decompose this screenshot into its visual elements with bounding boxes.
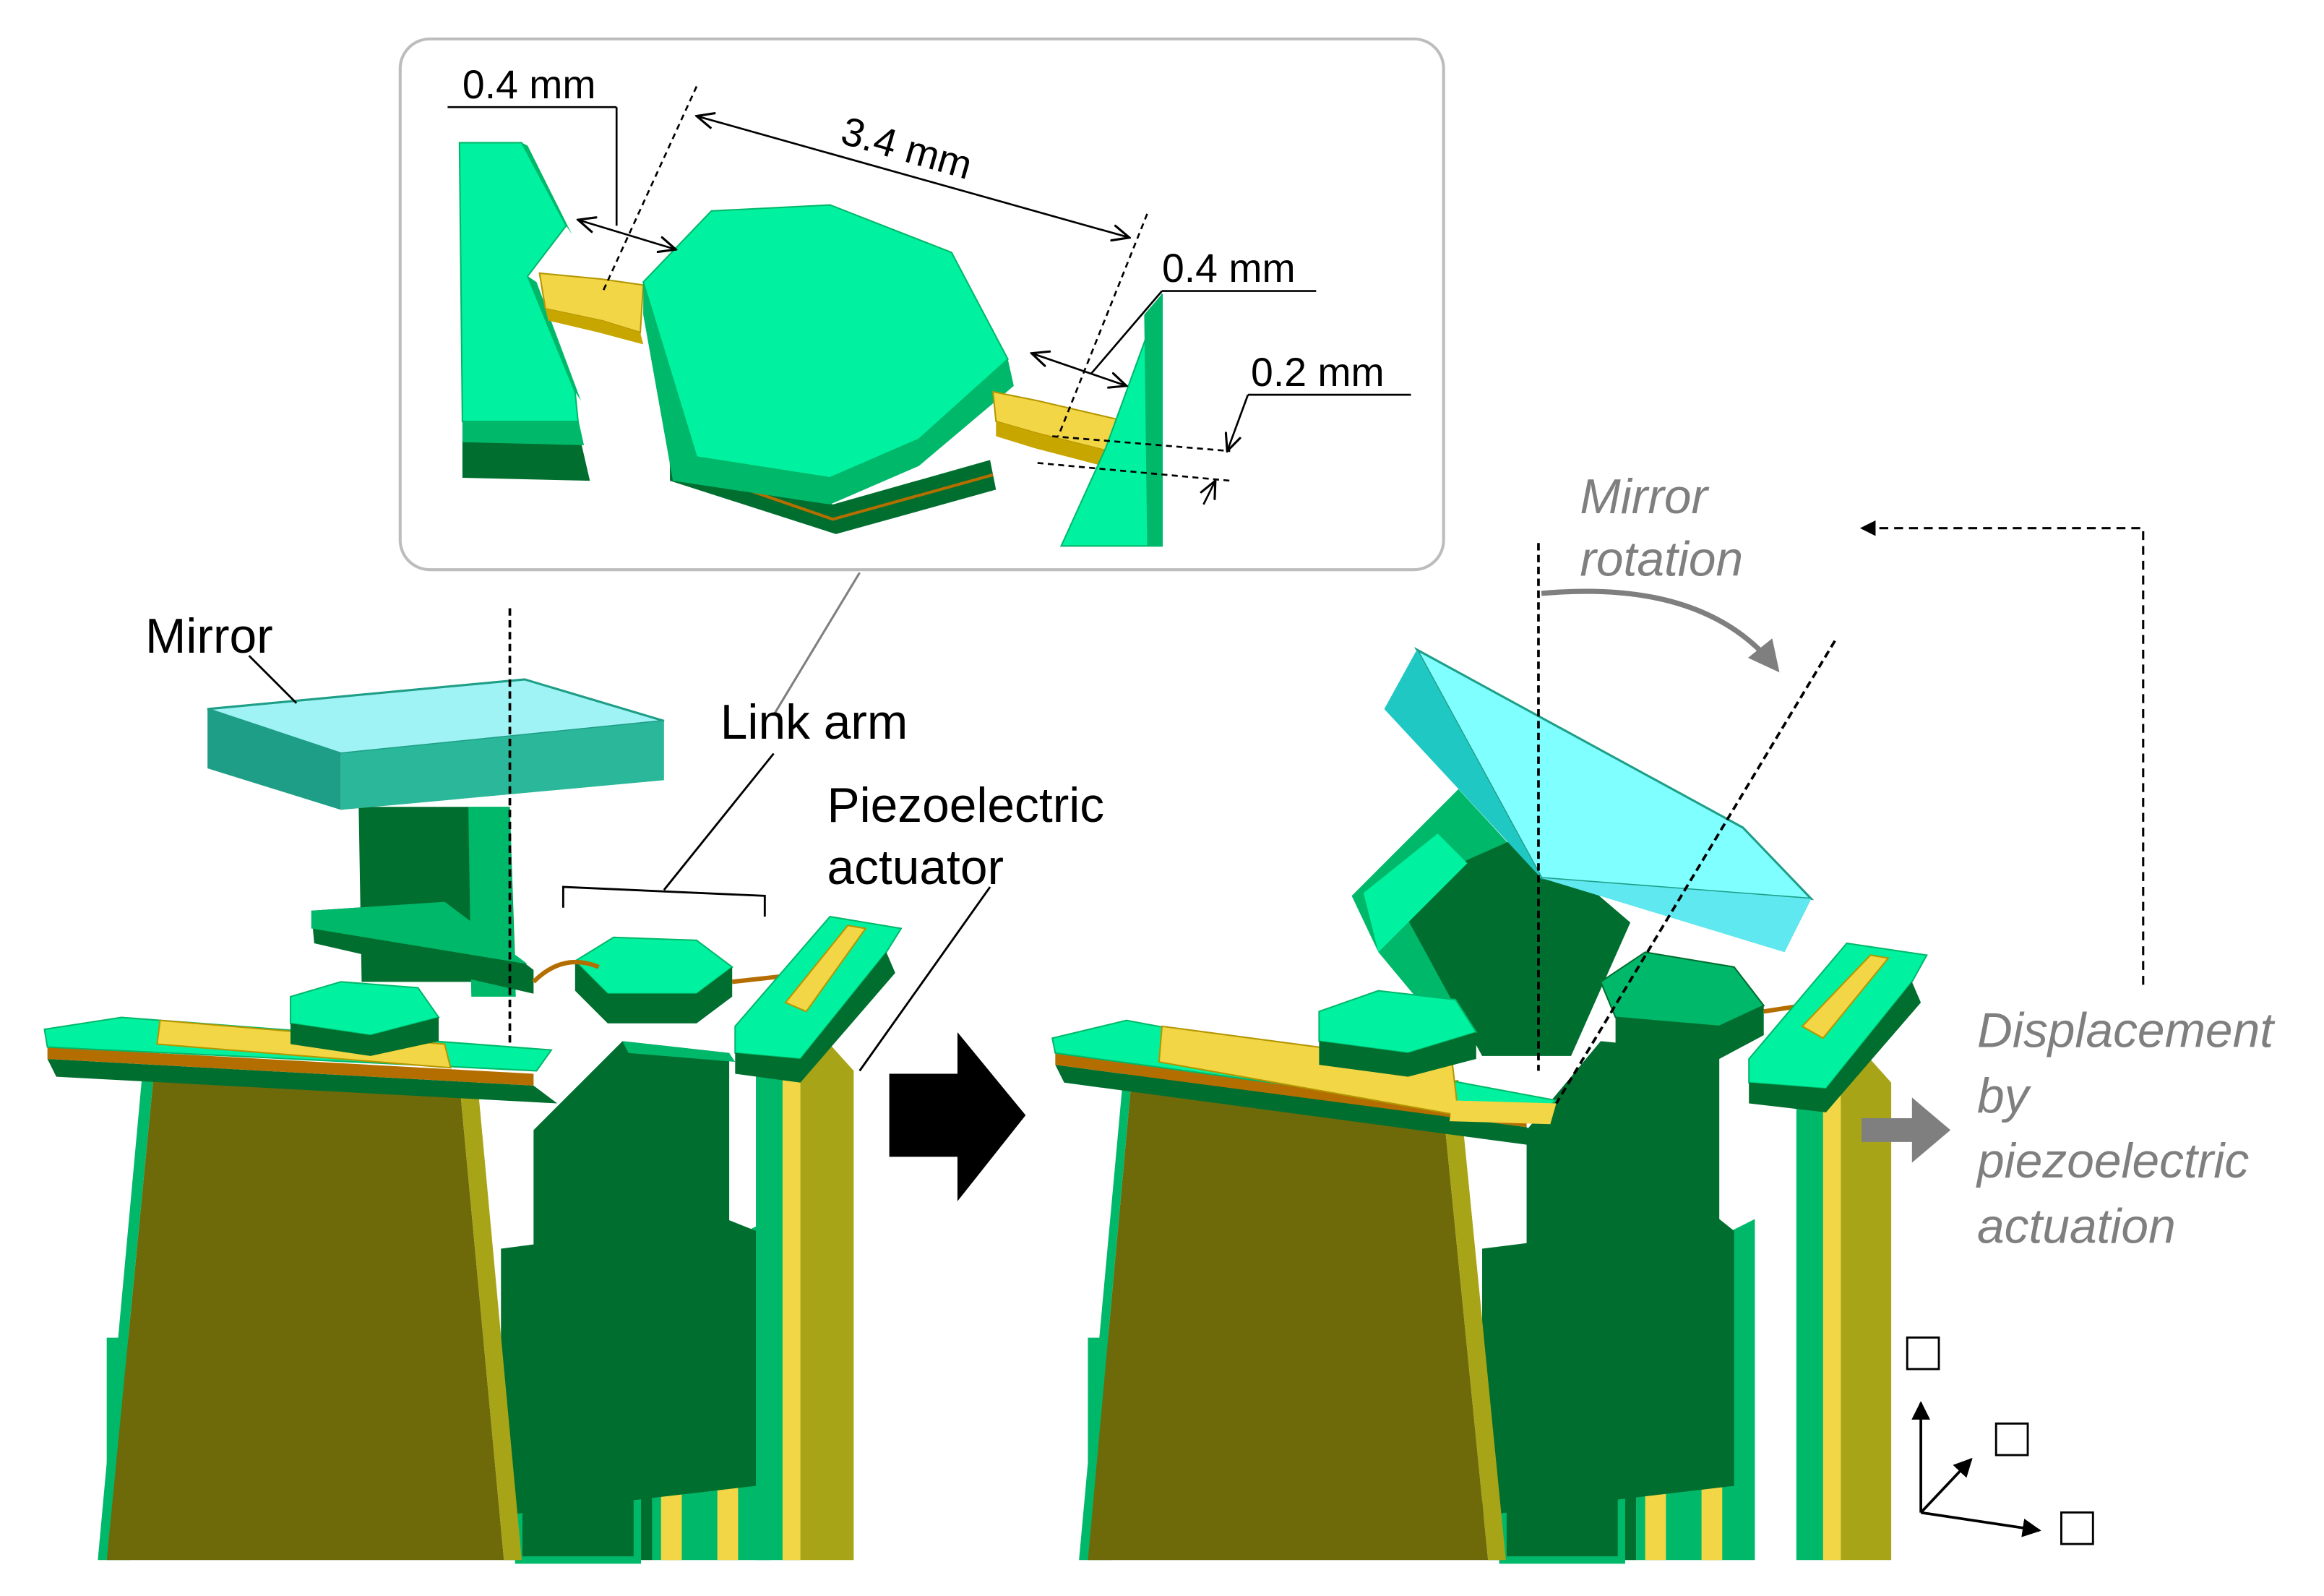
piezo-label-line1: Piezoelectric (827, 778, 1104, 833)
right-piezo-column (1748, 942, 1928, 1561)
inset-callout-line (772, 572, 861, 716)
rotation-label-line1: Mirror (1580, 470, 1709, 524)
displacement-label-line3: piezoelectric (1976, 1134, 2249, 1188)
displacement-label-line2: by (1977, 1069, 2032, 1123)
displacement-label-line4: actuation (1977, 1199, 2176, 1253)
displacement-arrow-icon (1862, 1097, 1951, 1163)
link-arm-label: Link arm (720, 695, 908, 750)
right-device (1051, 520, 2145, 1564)
axis-glyph-depth: □ (1995, 1405, 2029, 1469)
displacement-dashed-arrow (1859, 520, 2145, 985)
inset-panel: 0.4 mm 3.4 mm 0.4 mm 0.2 mm (398, 37, 1445, 572)
left-piezo-column (734, 915, 903, 1561)
axis-glyph-horizontal: □ (2060, 1494, 2094, 1558)
dim-thickness-label: 0.2 mm (1251, 350, 1385, 395)
piezo-label-line2: actuator (827, 841, 1004, 895)
mirror-label: Mirror (145, 609, 273, 664)
left-mirror (207, 678, 665, 810)
displacement-label-line1: Displacement (1977, 1004, 2276, 1058)
inset-left-flexure (538, 272, 645, 345)
coordinate-triad (1911, 1401, 2041, 1537)
transition-arrow-icon (889, 1032, 1026, 1201)
rotation-arrow (1541, 588, 1780, 673)
inset-dimensions (447, 85, 1411, 505)
dim-left-gap-label: 0.4 mm (462, 62, 596, 107)
rotation-label-line2: rotation (1580, 532, 1743, 586)
left-device (43, 608, 991, 1564)
axis-glyph-vertical: □ (1906, 1319, 1940, 1383)
right-mirror (1384, 647, 1815, 953)
right-tilted-axis (1554, 640, 1836, 1104)
dim-right-gap-label: 0.4 mm (1162, 246, 1296, 291)
inset-left-block (458, 142, 590, 481)
link-arm-bracket (561, 885, 766, 917)
inset-right-block (1059, 293, 1163, 547)
right-top-plate (1051, 1019, 1559, 1149)
